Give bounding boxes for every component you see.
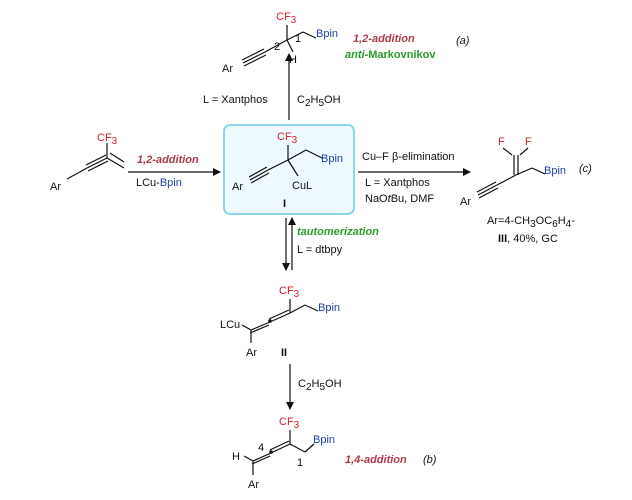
bpin-group: Bpin bbox=[321, 153, 343, 165]
ch2-bond bbox=[515, 167, 533, 176]
tag-c: (c) bbox=[579, 163, 592, 175]
allene-bond-2b bbox=[249, 324, 270, 334]
ch2-bpin-bond bbox=[531, 167, 546, 175]
allene-bond-1 bbox=[270, 443, 291, 454]
alkyne-link bbox=[264, 39, 288, 53]
condition-dtbpy: L = dtbpy bbox=[297, 244, 343, 256]
ch2-bpin-bond bbox=[302, 31, 317, 39]
allene-bond-2b bbox=[251, 455, 271, 465]
label-intermediate-II: II bbox=[281, 347, 287, 359]
ar-bond bbox=[66, 167, 88, 180]
c1-c2-bond bbox=[286, 31, 304, 41]
locant-1: 1 bbox=[297, 457, 303, 469]
ch2-bpin-bond bbox=[304, 443, 315, 453]
product-a: CF3 Bpin 1 2 H Ar bbox=[222, 11, 338, 75]
locant-1: 1 bbox=[295, 33, 301, 45]
product-c: F F Bpin Ar bbox=[460, 136, 566, 208]
triple-bond-1 bbox=[477, 184, 498, 196]
aryl-label: Ar bbox=[248, 479, 259, 491]
ch2-bpin-bond bbox=[304, 304, 319, 312]
bpin-group: Bpin bbox=[318, 302, 340, 314]
cf3-group: CF3 bbox=[279, 416, 300, 431]
aryl-label: Ar bbox=[460, 196, 471, 208]
label-intermediate-I: I bbox=[283, 198, 286, 210]
triple-bond-3 bbox=[243, 54, 267, 67]
triple-bond-2 bbox=[248, 166, 268, 178]
triple-bond-2 bbox=[85, 154, 107, 166]
cf3-group: CF3 bbox=[277, 131, 298, 146]
allene-bond-1b bbox=[269, 440, 290, 451]
condition-ethanol-up: C2H5OH bbox=[297, 94, 341, 109]
intermediate-II: CF3 Bpin LCu Ar II bbox=[220, 285, 340, 359]
fluorine-right: F bbox=[525, 136, 532, 148]
condition-1-2-addition: 1,2-addition bbox=[137, 154, 199, 166]
condition-xantphos-right: L = Xantphos bbox=[365, 177, 430, 189]
condition-xantphos-up: L = Xantphos bbox=[203, 94, 268, 106]
h-atom: H bbox=[289, 54, 297, 66]
bpin-group: Bpin bbox=[313, 434, 335, 446]
triple-bond-3 bbox=[478, 187, 499, 199]
aryl-label: Ar bbox=[50, 181, 61, 193]
tag-b: (b) bbox=[423, 454, 437, 466]
locant-2: 2 bbox=[274, 41, 280, 53]
triple-bond-2 bbox=[476, 181, 497, 193]
triple-bond-1 bbox=[86, 157, 108, 169]
lcu-label: LCu bbox=[220, 319, 240, 331]
alkene-bond bbox=[106, 157, 125, 169]
annotation-a-1-2-addition: 1,2-addition bbox=[353, 33, 415, 45]
locant-4: 4 bbox=[258, 442, 264, 454]
ch2-bond bbox=[289, 443, 306, 453]
c-h-bond bbox=[243, 455, 254, 462]
cf3-group: CF3 bbox=[279, 285, 300, 300]
cf3-group: CF3 bbox=[97, 132, 118, 147]
c-cu-bond bbox=[241, 324, 252, 331]
tag-a: (a) bbox=[456, 35, 470, 47]
aryl-label: Ar bbox=[232, 181, 243, 193]
alkyne-link bbox=[267, 159, 289, 171]
cf-bond-right bbox=[519, 147, 529, 156]
c-cu-bond bbox=[287, 159, 299, 177]
aryl-definition: Ar=4-CH3OC6H4- bbox=[487, 215, 575, 230]
intermediate-I: CF3 Bpin CuL Ar I bbox=[232, 131, 343, 210]
ch2-bond bbox=[289, 304, 306, 314]
triple-bond-2 bbox=[241, 48, 265, 61]
allene-bond-2 bbox=[250, 321, 271, 331]
alkene-bond-2 bbox=[109, 152, 125, 163]
condition-naotbu-dmf: NaOtBu, DMF bbox=[365, 193, 434, 205]
starting-enyne: Ar CF3 bbox=[50, 132, 125, 193]
condition-cuf-elimination: Cu–F β-elimination bbox=[362, 151, 455, 163]
cul-label: CuL bbox=[292, 180, 312, 192]
intermediate-I-highlight-box bbox=[223, 124, 355, 215]
annotation-1-4-addition: 1,4-addition bbox=[345, 454, 407, 466]
triple-bond-3 bbox=[87, 160, 109, 172]
triple-bond-1 bbox=[242, 51, 266, 64]
aryl-label: Ar bbox=[246, 347, 257, 359]
ch2-bond bbox=[287, 149, 307, 161]
condition-ethanol-down: C2H5OH bbox=[298, 378, 342, 393]
condition-tautomerization: tautomerization bbox=[297, 226, 379, 238]
condition-lcu-bpin: LCu-Bpin bbox=[136, 177, 182, 189]
h-atom: H bbox=[232, 451, 240, 463]
bpin-group: Bpin bbox=[544, 165, 566, 177]
bpin-group: Bpin bbox=[316, 28, 338, 40]
cf3-group: CF3 bbox=[276, 11, 297, 26]
allene-bond-1b bbox=[268, 309, 290, 320]
allene-bond-1 bbox=[269, 312, 291, 323]
alkyne-link bbox=[496, 174, 517, 186]
product-b: CF3 Bpin 1 4 H Ar bbox=[232, 416, 335, 491]
triple-bond-1 bbox=[249, 169, 269, 181]
allene-bond-2 bbox=[252, 452, 272, 462]
aryl-label: Ar bbox=[222, 63, 233, 75]
fluorine-left: F bbox=[498, 136, 505, 148]
c-h-bond bbox=[286, 39, 294, 53]
triple-bond-3 bbox=[250, 172, 270, 184]
annotation-anti-markovnikov: anti-Markovnikov bbox=[345, 49, 436, 61]
cf-bond-left bbox=[502, 147, 513, 156]
ch2-bpin-bond bbox=[305, 149, 323, 159]
product-III-yield: III, 40%, GC bbox=[498, 233, 558, 245]
